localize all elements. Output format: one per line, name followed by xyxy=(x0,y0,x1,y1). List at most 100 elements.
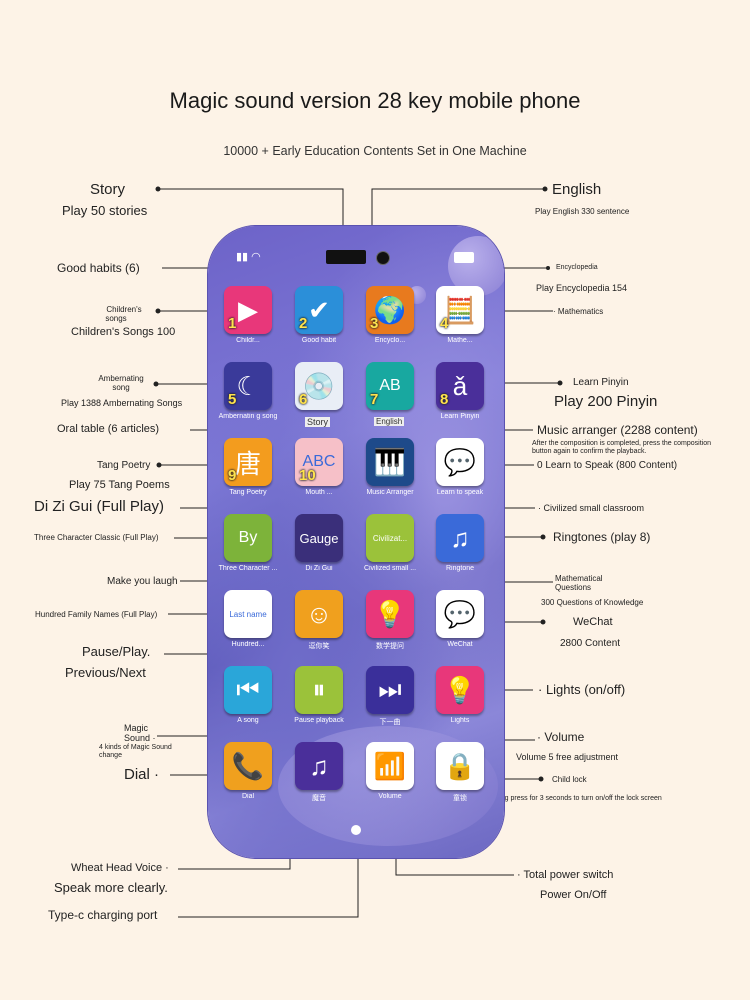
callout-magic-sound-1: Magic xyxy=(124,723,149,733)
app-a-song-label: A song xyxy=(237,717,259,724)
app-story-button[interactable]: 💿6 xyxy=(295,362,343,410)
callout-three-character: Three Character Classic (Full Play) xyxy=(34,533,159,542)
callout-math-questions-1: Mathematical xyxy=(555,574,603,583)
app-number-badge: 2 xyxy=(299,315,308,332)
app-music-arranger-button[interactable]: 🎹 xyxy=(366,438,414,486)
camera-icon xyxy=(376,251,390,265)
english-icon: AB xyxy=(379,377,401,394)
callout-volume: · Volume xyxy=(537,730,585,744)
app-volume-label: Volume xyxy=(378,793,402,800)
app-learn-to-speak-button[interactable]: 💬 xyxy=(436,438,484,486)
callout-wheat-head-sub: Speak more clearly. xyxy=(54,880,168,895)
app-number-badge: 1 xyxy=(228,315,237,332)
callout-learn-pinyin-sub: Play 200 Pinyin xyxy=(554,393,658,410)
magic-sound-icon: ♫ xyxy=(309,750,329,781)
callout-type-c: Type-c charging port xyxy=(48,908,158,922)
callout-civilized: · Civilized small classroom xyxy=(538,503,645,513)
callout-learn-to-speak: 0 Learn to Speak (800 Content) xyxy=(537,460,678,471)
app-make-laugh-label: 逗你笑 xyxy=(308,643,330,650)
callout-mathematics: · Mathematics xyxy=(553,307,604,316)
app-learn-pinyin-label: Learn Pinyin xyxy=(440,413,480,420)
app-wechat-button[interactable]: 💬 xyxy=(436,590,484,638)
app-pause-playback-button[interactable]: ⏸ xyxy=(295,666,343,714)
callout-magic-sound-2: Sound · xyxy=(124,733,156,743)
app-number-badge: 4 xyxy=(440,315,449,332)
app-math-questions-button[interactable]: 💡 xyxy=(366,590,414,638)
app-di-zi-gui-label: Di Zi Gui xyxy=(305,565,333,572)
app-good-habit-button[interactable]: ✔2 xyxy=(295,286,343,334)
app-next-song-button[interactable]: ⏭ xyxy=(366,666,414,714)
app-civilized-button[interactable]: Civilizat... xyxy=(366,514,414,562)
callout-math-questions-sub: 300 Questions of Knowledge xyxy=(541,598,644,607)
callout-di-zi-gui: Di Zi Gui (Full Play) xyxy=(34,498,165,515)
page-title: Magic sound version 28 key mobile phone xyxy=(169,88,581,113)
app-childrens-songs-label: Childr... xyxy=(236,337,260,344)
app-dial-button[interactable]: 📞 xyxy=(224,742,272,790)
app-hundred-family-button[interactable]: Last name xyxy=(224,590,272,638)
pause-playback-icon: ⏸ xyxy=(312,674,326,704)
app-ringtones-label: Ringtone xyxy=(445,565,475,572)
callout-math-questions-2: Questions xyxy=(555,583,592,592)
app-music-arranger-label: Music Arranger xyxy=(366,489,414,496)
callout-previous-next: Previous/Next xyxy=(65,665,146,680)
hundred-family-icon: Last name xyxy=(229,609,267,619)
app-a-song-button[interactable]: ⏮ xyxy=(224,666,272,714)
callout-childrens-songs-2: songs xyxy=(105,314,127,323)
callout-pause-play: Pause/Play. xyxy=(82,644,151,659)
app-three-character-button[interactable]: By xyxy=(224,514,272,562)
app-ringtones-button[interactable]: ♫ xyxy=(436,514,484,562)
make-laugh-icon: ☺ xyxy=(305,598,333,629)
app-tang-poetry-label: Tang Poetry xyxy=(229,489,267,496)
app-volume-button[interactable]: 📶 xyxy=(366,742,414,790)
story-icon: 💿 xyxy=(302,370,336,401)
app-lights-button[interactable]: 💡 xyxy=(436,666,484,714)
callout-lights: · Lights (on/off) xyxy=(538,682,626,697)
callout-childrens-songs-1: Children's xyxy=(106,305,142,314)
callout-total-power: · Total power switch xyxy=(517,869,614,881)
page-subtitle: 10000 + Early Education Contents Set in … xyxy=(223,144,527,158)
callout-power-sub: Power On/Off xyxy=(540,889,607,901)
callout-dial: Dial · xyxy=(124,766,160,783)
app-childrens-songs-button[interactable]: ▶1 xyxy=(224,286,272,334)
app-encyclopedia-button[interactable]: 🌍3 xyxy=(366,286,414,334)
app-good-habit-label: Good habit xyxy=(301,337,337,344)
app-wechat-label: WeChat xyxy=(447,641,473,648)
app-magic-sound-button[interactable]: ♫ xyxy=(295,742,343,790)
app-di-zi-gui-button[interactable]: Gauge xyxy=(295,514,343,562)
callout-childrens-songs-sub: Children's Songs 100 xyxy=(71,326,176,338)
app-child-lock-label: 童锁 xyxy=(453,795,467,802)
childrens-songs-icon: ▶ xyxy=(238,294,258,325)
dial-icon: 📞 xyxy=(231,750,265,781)
wechat-icon: 💬 xyxy=(443,598,477,629)
app-mouth-table-label: Mouth ... xyxy=(305,489,333,496)
app-dial-label: Dial xyxy=(241,793,255,800)
app-ambernating-song-label: Ambernatin g song xyxy=(218,413,278,420)
home-button[interactable] xyxy=(351,825,361,835)
callout-ambernating-2: song xyxy=(112,383,130,392)
good-habit-icon: ✔ xyxy=(308,294,330,325)
app-number-badge: 9 xyxy=(228,467,237,484)
app-magic-sound-label: 魔音 xyxy=(312,795,326,802)
app-number-badge: 3 xyxy=(370,315,379,332)
callout-child-lock: Child lock xyxy=(552,775,587,784)
callout-child-lock-sub: Long press for 3 seconds to turn on/off … xyxy=(493,795,662,802)
app-mathematics-button[interactable]: 🧮4 xyxy=(436,286,484,334)
callout-volume-sub: Volume 5 free adjustment xyxy=(516,752,619,762)
ambernating-song-icon: ☾ xyxy=(236,370,260,401)
app-make-laugh-button[interactable]: ☺ xyxy=(295,590,343,638)
app-child-lock-button[interactable]: 🔒 xyxy=(436,742,484,790)
app-ambernating-song-button[interactable]: ☾5 xyxy=(224,362,272,410)
speaker-grille xyxy=(326,250,366,264)
callout-ambernating-sub: Play 1388 Ambernating Songs xyxy=(61,398,183,408)
callout-english: English xyxy=(552,181,602,198)
civilized-icon: Civilizat... xyxy=(372,533,408,543)
callout-music-note-1: After the composition is completed, pres… xyxy=(532,440,711,447)
callout-learn-pinyin: Learn Pinyin xyxy=(573,377,629,388)
app-mathematics-label: Mathe... xyxy=(447,337,473,344)
app-next-song-label: 下一曲 xyxy=(379,719,401,726)
callout-tang-poetry-sub: Play 75 Tang Poems xyxy=(69,479,170,491)
